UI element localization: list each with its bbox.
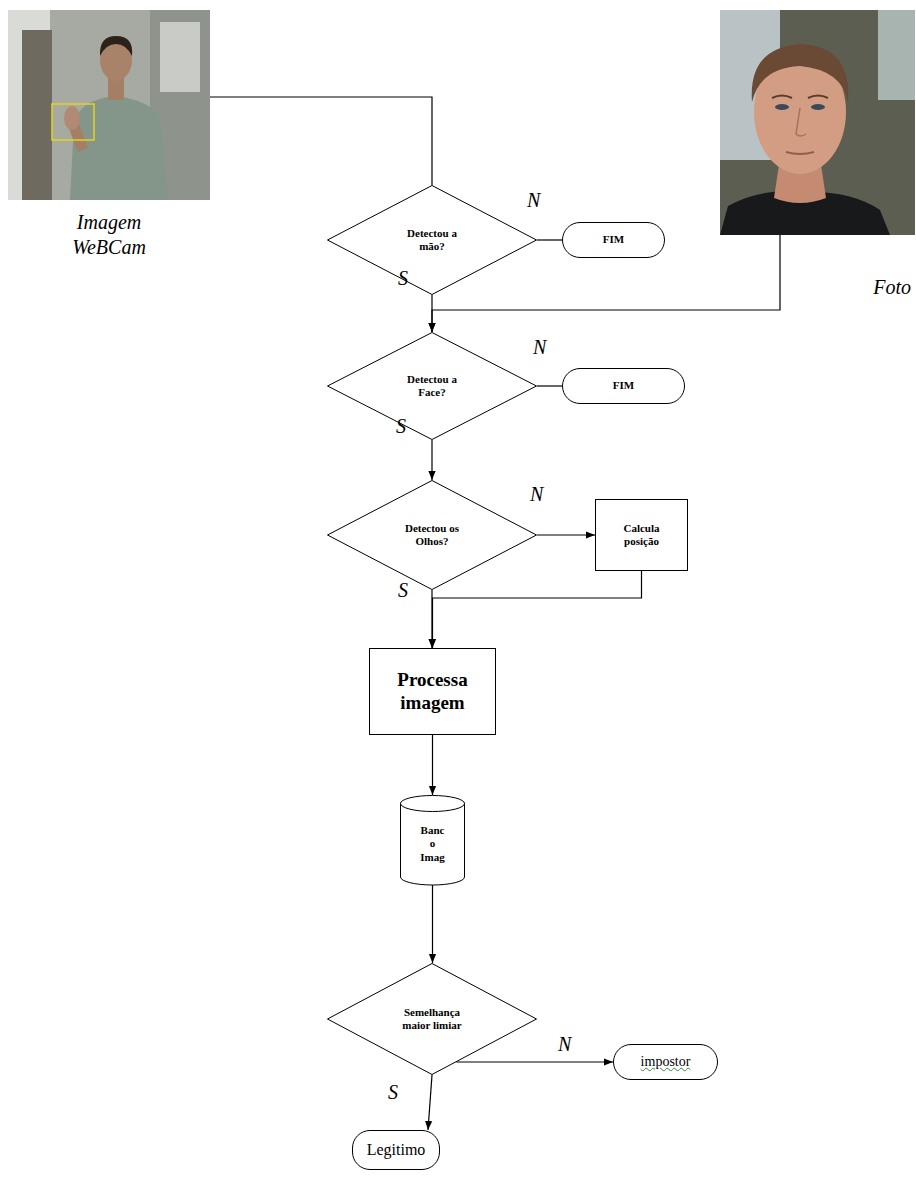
node-text: Semelhança maior limiar [399, 1006, 465, 1032]
node-text: Processa imagem [378, 669, 488, 715]
branch-label: N [558, 1034, 571, 1054]
node-text: impostor [641, 1054, 691, 1071]
node-text: Detectou a mão? [399, 227, 465, 253]
branch-label: S [398, 580, 408, 600]
flow-connector [537, 239, 562, 240]
terminal-box: FIM [562, 222, 665, 258]
decision-diamond: Detectou a Face? [327, 332, 537, 440]
diamond-outline [328, 333, 537, 440]
flow-connector [431, 440, 432, 480]
branch-label: N [527, 190, 540, 210]
diamond-outline [328, 186, 537, 295]
node-text: Calcula posição [612, 522, 672, 548]
photo-caption: Imagem WeBCam [44, 210, 174, 260]
flow-connector [537, 385, 562, 386]
cylinder-top [401, 796, 465, 812]
decision-diamond: Detectou os Olhos? [327, 480, 537, 590]
branch-label: N [533, 337, 546, 357]
terminal-box: FIM [562, 368, 685, 404]
branch-label: S [388, 1082, 398, 1102]
process-box: Calcula posição [595, 499, 688, 571]
diamond-outline [328, 481, 537, 590]
decision-diamond: Detectou a mão? [327, 185, 537, 295]
branch-label: N [530, 484, 543, 504]
photo-frame: Foto [720, 10, 915, 235]
node-text: Legitimo [367, 1140, 426, 1159]
flow-connector [432, 885, 433, 963]
branch-label: S [396, 416, 406, 436]
node-text: Detectou a Face? [399, 373, 465, 399]
process-box: Processa imagem [369, 648, 496, 735]
decision-diamond: Semelhança maior limiar [327, 963, 537, 1075]
terminal-box: impostor [613, 1044, 718, 1080]
flow-connector [432, 735, 433, 795]
node-text: Detectou os Olhos? [399, 522, 465, 548]
node-text: FIM [603, 233, 624, 246]
flow-connector [428, 1075, 432, 1130]
branch-label: S [398, 268, 408, 288]
webcam-photo [8, 10, 210, 200]
node-text: FIM [613, 379, 634, 392]
node-text: Banc o Imag [418, 816, 448, 864]
cylinder-body [401, 803, 465, 885]
flow-connector [210, 97, 432, 185]
terminal-box: Legitimo [352, 1130, 440, 1170]
database-cylinder: Banc o Imag [400, 795, 465, 885]
flow-connector [537, 534, 595, 535]
portrait-photo [720, 10, 915, 235]
flow-connector [456, 1061, 613, 1062]
photo-caption: Foto [873, 275, 911, 300]
diamond-outline [328, 964, 537, 1075]
photo-frame: Imagem WeBCam [8, 10, 210, 200]
flow-connector [433, 571, 642, 648]
